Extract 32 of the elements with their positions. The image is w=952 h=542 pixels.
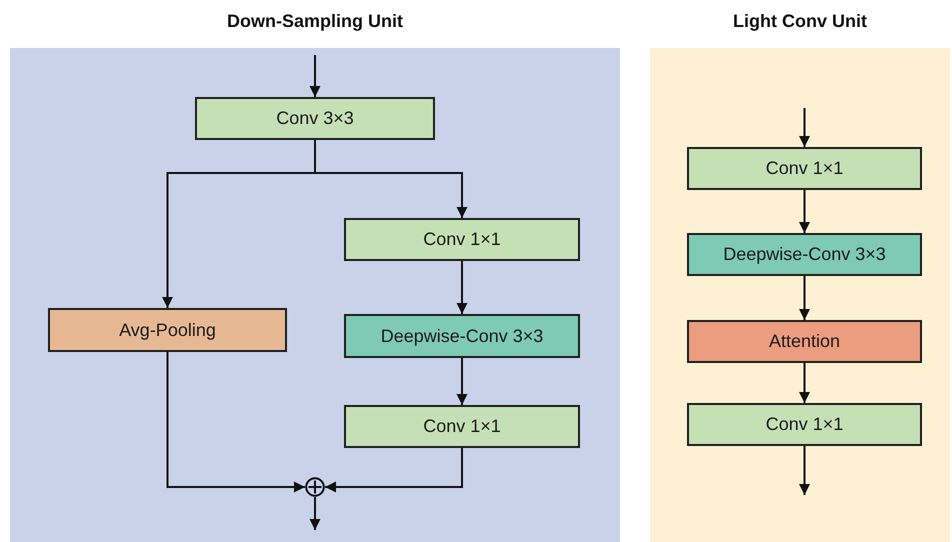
layer-box [687,320,922,363]
layer-box [344,405,580,448]
layer-box [687,147,922,190]
layer-label: Conv 1×1 [766,414,844,435]
arrow [799,446,810,495]
arrow [310,55,320,97]
layer-label: Conv 1×1 [423,229,501,250]
arrow [799,276,810,320]
arrow [799,190,810,233]
panel-title: Down-Sampling Unit [226,11,404,32]
layer-label: Conv 1×1 [766,158,844,179]
arrow [166,352,305,492]
layer-box [687,403,922,446]
layer-label: Conv 1×1 [423,416,501,437]
arrow [799,363,810,403]
arrow [456,261,468,314]
arrow [799,108,810,147]
layer-label: Deepwise-Conv 3×3 [380,326,544,346]
layer-label: Avg-Pooling [119,320,216,340]
panel-title: Light Conv Unit [732,11,868,32]
arrow [162,140,316,308]
layer-label: Conv 3×3 [276,108,354,129]
arrow [456,358,468,405]
arrow [325,448,463,492]
arrow [310,497,320,530]
layer-box [195,97,435,140]
layer-box [48,308,287,352]
layer-box [687,233,922,276]
layer-box [344,314,580,358]
layer-box [344,218,580,261]
layer-label: Deepwise-Conv 3×3 [723,244,886,265]
layer-label: Attention [768,331,840,352]
